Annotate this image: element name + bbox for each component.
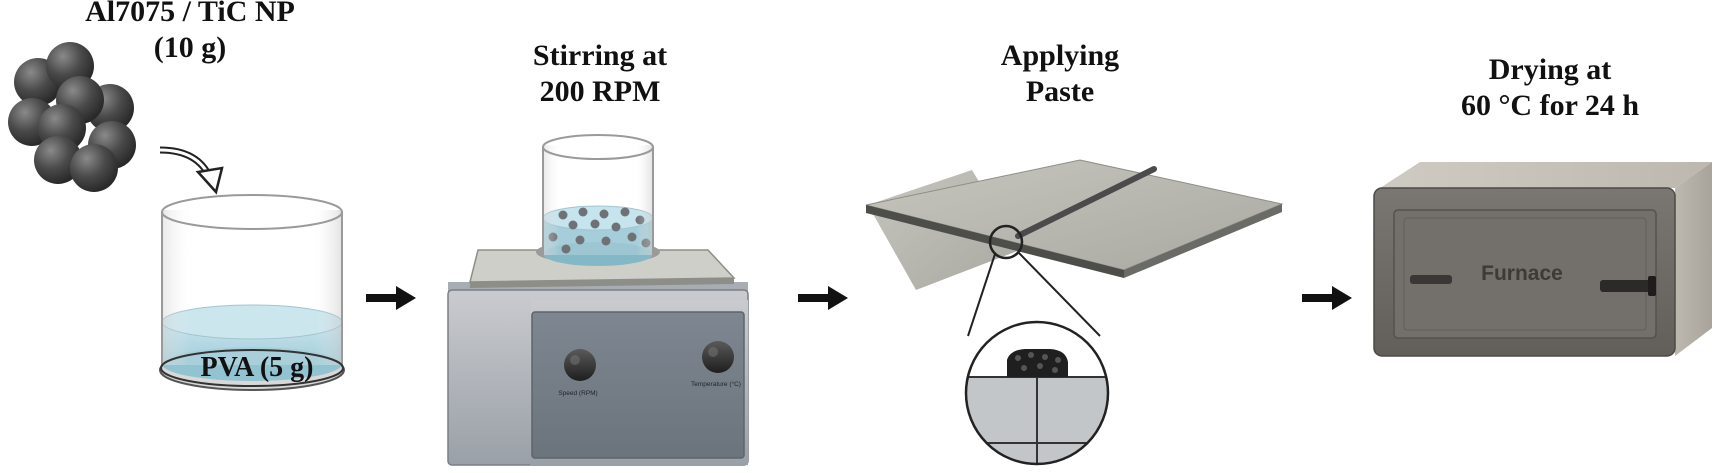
step2-title-line1: Stirring at: [532, 39, 668, 72]
stirring-beaker: [536, 134, 660, 266]
step4-title-line1: Drying at: [1488, 53, 1612, 86]
furnace: [1373, 162, 1712, 357]
cross-section-magnifier: [964, 320, 1110, 466]
beaker-pva: [159, 194, 345, 391]
step-arrow-2-icon: [798, 286, 848, 310]
furnace-label: Furnace: [1481, 262, 1563, 285]
step-arrow-3-icon: [1302, 286, 1352, 310]
step3-title: Applying Paste: [910, 38, 1210, 110]
beaker-content-label: PVA (5 g): [200, 352, 313, 383]
magnetic-stirrer: [447, 249, 749, 466]
step2-title-line2: 200 RPM: [539, 75, 661, 108]
step4-title-line2: 60 °C for 24 h: [1460, 89, 1640, 122]
step3-title-line1: Applying: [1000, 39, 1120, 72]
step2-title: Stirring at 200 RPM: [450, 38, 750, 110]
knob-right-label: Temperature (°C): [691, 380, 741, 388]
step4-title: Drying at 60 °C for 24 h: [1400, 52, 1700, 124]
step1-title-line1: Al7075 / TiC NP: [85, 0, 295, 28]
plates-with-paste: [865, 159, 1284, 337]
step1-title-line2: (10 g): [153, 31, 227, 64]
nanoparticle-cluster: [8, 42, 136, 192]
step1-title: Al7075 / TiC NP (10 g): [40, 0, 340, 66]
step3-title-line2: Paste: [1025, 75, 1095, 108]
knob-left-label: Speed (RPM): [558, 390, 597, 397]
step-arrow-1-icon: [366, 286, 416, 310]
pour-arrow-icon: [159, 146, 224, 195]
